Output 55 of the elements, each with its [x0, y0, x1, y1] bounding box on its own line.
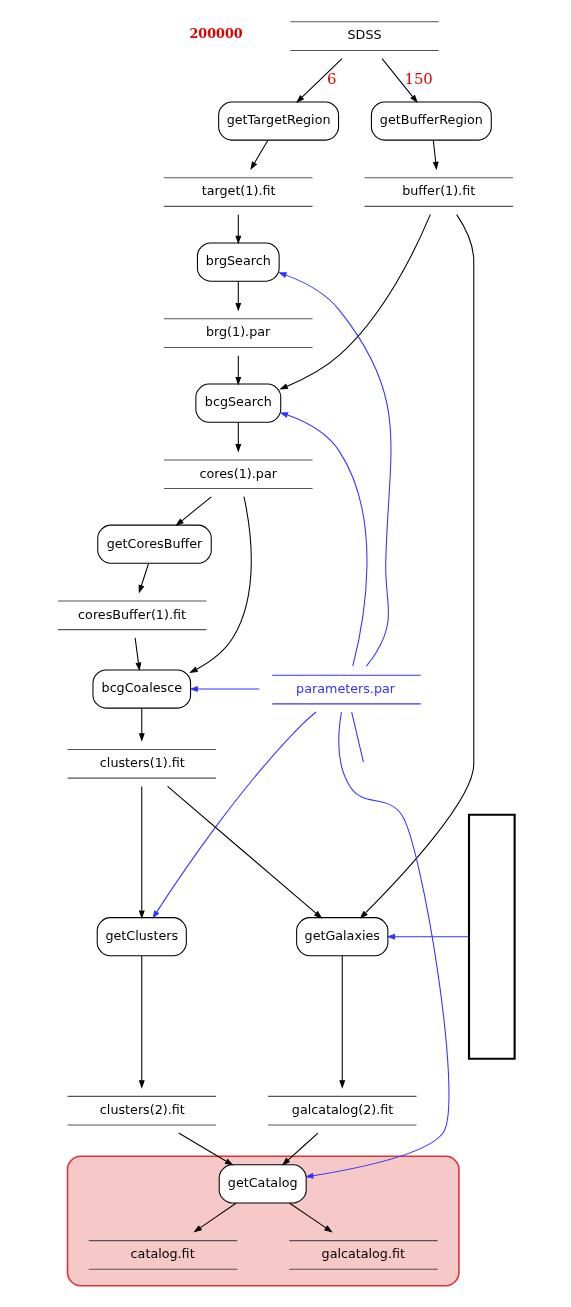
node-text: clusters(2).fit [99, 1101, 185, 1117]
arrow [235, 422, 242, 453]
arrow [339, 955, 346, 1089]
arrow [235, 280, 242, 312]
node-text: brg(1).par [205, 324, 271, 340]
node-box [467, 813, 516, 1060]
arrow [152, 711, 317, 919]
node-text: SDSS [347, 27, 382, 43]
arrow [304, 711, 450, 1179]
node-box: getCatalog [218, 1164, 307, 1204]
arrow [289, 1202, 333, 1233]
arrow [189, 496, 252, 674]
node-box: bcgSearch [195, 383, 282, 423]
arrow [235, 214, 242, 245]
connector [351, 711, 364, 763]
arrow [138, 955, 145, 1089]
node-box: getTargetRegion [218, 101, 340, 141]
node-box: getBufferRegion [370, 101, 492, 141]
arrow [189, 686, 260, 692]
arrow [281, 1132, 319, 1166]
arrow [193, 1202, 237, 1233]
arrow [279, 412, 368, 667]
node-label: 200000 [189, 25, 243, 41]
arrow [278, 272, 392, 667]
node-text: parameters.par [296, 680, 396, 696]
node-text: buffer(1).fit [402, 183, 476, 199]
arrow [235, 355, 242, 386]
node-text: galcatalog.fit [321, 1246, 405, 1262]
node-text: galcatalog(2).fit [291, 1101, 394, 1117]
node-text: clusters(1).fit [99, 755, 185, 771]
arrow [175, 496, 212, 527]
arrow [386, 933, 470, 940]
node-box: getCoresBuffer [97, 524, 212, 564]
node-box: brgSearch [196, 242, 280, 282]
arrow [167, 785, 323, 919]
node-box: bcgCoalesce [92, 669, 192, 709]
node-text: coresBuffer(1).fit [78, 606, 186, 622]
edge-label: 6 [326, 70, 337, 89]
arrow [359, 214, 475, 919]
arrow [279, 213, 431, 390]
arrow [432, 139, 439, 171]
arrow [138, 707, 145, 742]
node-text: cores(1).par [199, 465, 277, 481]
node-text: target(1).fit [201, 183, 276, 199]
arrow [381, 58, 418, 104]
edge-label: 150 [404, 70, 433, 89]
node-box: getClusters [96, 917, 187, 957]
node-text: catalog.fit [130, 1246, 195, 1262]
arrow [250, 139, 269, 171]
arrow [138, 563, 150, 594]
arrow [134, 637, 142, 672]
node-box: getGalaxies [296, 917, 389, 957]
arrow [296, 58, 343, 103]
arrow [138, 785, 145, 919]
arrow [178, 1132, 234, 1166]
